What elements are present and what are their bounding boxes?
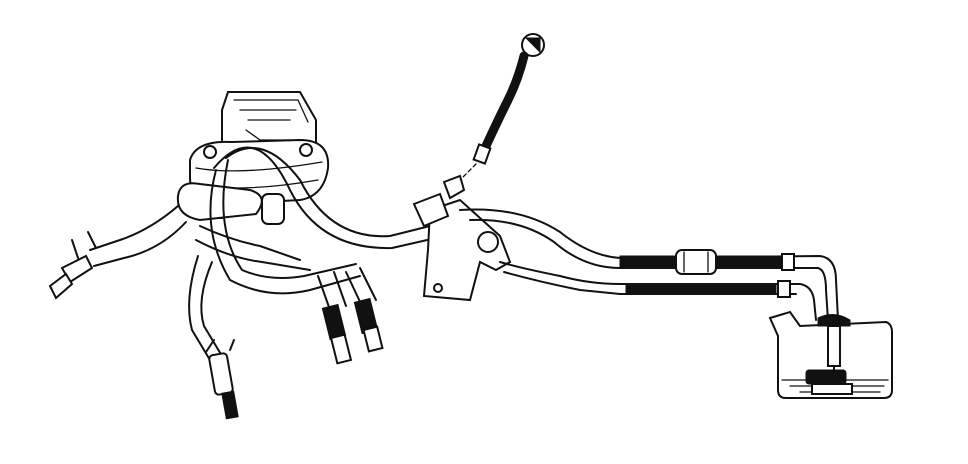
mounting-bracket <box>412 192 512 302</box>
left-hose-connector <box>48 231 97 300</box>
return-hose-loop <box>209 146 471 295</box>
lower-left-connector <box>205 339 239 420</box>
fuel-filter <box>675 249 717 275</box>
hose-clamps <box>777 253 795 298</box>
left-fuel-lines <box>89 205 311 361</box>
vacuum-hose <box>442 33 545 200</box>
center-hose-connectors <box>317 267 384 365</box>
fuel-sender-unit <box>805 325 853 395</box>
fuel-lines-to-tank <box>459 208 839 321</box>
carburetor <box>176 91 330 225</box>
